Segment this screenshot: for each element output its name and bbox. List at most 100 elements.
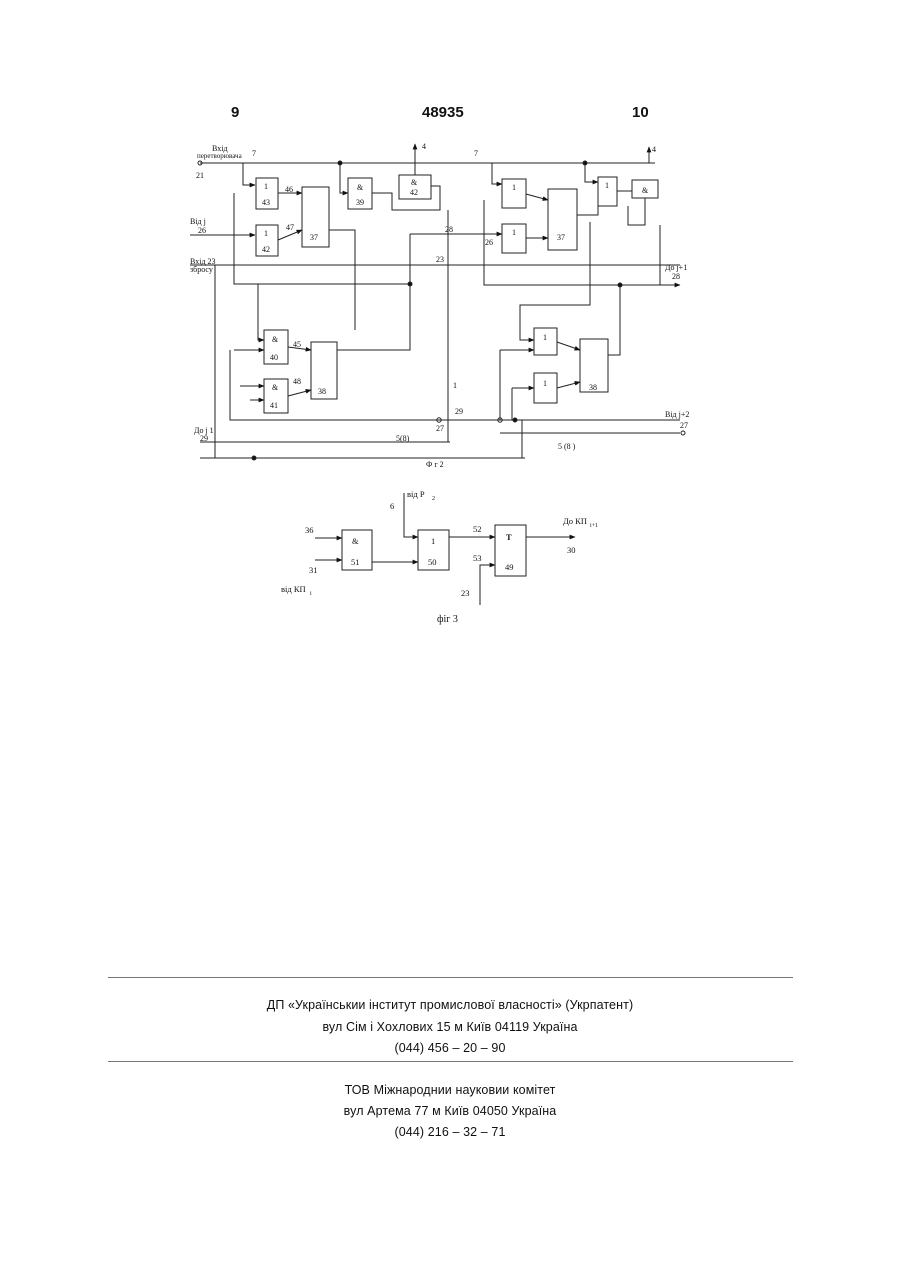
label-46: 46 xyxy=(285,185,293,194)
block-41-num: 41 xyxy=(270,401,278,410)
fig3-block-49-sym: T xyxy=(506,532,512,542)
label-4a: 4 xyxy=(422,142,426,151)
label-7a: 7 xyxy=(252,149,256,158)
label-7b: 7 xyxy=(474,149,478,158)
divider-top xyxy=(108,977,793,978)
wire-38-feed xyxy=(337,234,410,350)
caption-fig-3: фіг 3 xyxy=(437,614,458,625)
fig3-block-51-num: 51 xyxy=(351,557,360,567)
label-zbros-2: збросу xyxy=(190,265,213,274)
figure-2 xyxy=(190,144,685,460)
fig3-block-49-num: 49 xyxy=(505,562,514,572)
label-26b: 26 xyxy=(485,238,493,247)
wire-39-out xyxy=(372,186,440,210)
label-45: 45 xyxy=(293,340,301,349)
figure-3-text: & 51 1 50 T 49 36 31 6 52 53 30 23 від Р… xyxy=(281,489,598,625)
block-42a-sym: 1 xyxy=(264,229,268,238)
wire-53 xyxy=(480,565,495,605)
org2-name: ТОВ Міжнароднии науковии комітет xyxy=(0,1083,900,1097)
block-38l-num: 38 xyxy=(318,387,326,396)
caption-fig-2: Ф г 2 xyxy=(426,460,444,469)
block-r5-sym: & xyxy=(642,186,649,195)
wire-r5-out xyxy=(628,198,645,225)
label-vid-j2: Від j+2 xyxy=(665,410,689,419)
label-29b: 29 xyxy=(200,434,208,443)
block-r4-sym: 1 xyxy=(605,181,609,190)
block-37l-num: 37 xyxy=(310,233,318,242)
label-5-8-left: 5(8) xyxy=(396,434,410,443)
label-23a: 23 xyxy=(436,255,444,264)
label-27a: 27 xyxy=(680,421,688,430)
fig3-do-kp-sub: і+1 xyxy=(590,523,598,529)
wire-r-left xyxy=(484,200,680,285)
block-r7 xyxy=(534,373,557,403)
block-43-sym: 1 xyxy=(264,182,268,191)
divider-bottom xyxy=(108,1061,793,1062)
label-47: 47 xyxy=(286,223,294,232)
fig3-label-53: 53 xyxy=(473,553,482,563)
junction-r2 xyxy=(618,283,622,287)
label-48: 48 xyxy=(293,377,301,386)
wire-r4-feed xyxy=(585,163,598,182)
fig3-block-51-sym: & xyxy=(352,536,359,546)
block-38r-num: 38 xyxy=(589,383,597,392)
block-r1-sym: 1 xyxy=(512,183,516,192)
wire-r37-out xyxy=(577,206,598,215)
label-vkhid-2: перетворювача xyxy=(197,152,243,160)
label-29a: 29 xyxy=(455,407,463,416)
label-26a: 26 xyxy=(198,226,206,235)
wire-left-col xyxy=(234,193,410,284)
org2-address: вул Артема 77 м Київ 04050 Україна xyxy=(0,1104,900,1118)
block-r6-sym: 1 xyxy=(543,333,547,342)
wire-37-out xyxy=(329,230,355,330)
fig3-do-kp: До КП xyxy=(563,516,587,526)
org2-phone: (044) 216 – 32 – 71 xyxy=(0,1125,900,1139)
wire-r38-out xyxy=(608,285,620,355)
org1-phone: (044) 456 – 20 – 90 xyxy=(0,1041,900,1055)
wire-6 xyxy=(404,493,418,537)
block-42a-num: 42 xyxy=(262,245,270,254)
fig3-vid-kp: від КП xyxy=(281,584,306,594)
wire-r1-out xyxy=(526,194,548,200)
fig3-vid-p-sub: 2 xyxy=(432,496,435,502)
block-42b-num: 42 xyxy=(410,188,418,197)
label-28a: 28 xyxy=(445,225,453,234)
fig3-label-36: 36 xyxy=(305,525,314,535)
circuit-diagrams: Вхід перетворювача 21 7 4 7 4 Від j 26 В… xyxy=(0,0,900,660)
org1-address: вул Сім і Хохлових 15 м Київ 04119 Украї… xyxy=(0,1020,900,1034)
label-do-j-plus: До j+1 xyxy=(665,263,687,272)
fig3-label-23: 23 xyxy=(461,588,470,598)
block-37r-num: 37 xyxy=(557,233,565,242)
fig3-label-6: 6 xyxy=(390,501,394,511)
wire-input-21 xyxy=(200,163,255,185)
fig3-label-30: 30 xyxy=(567,545,576,555)
block-42b-sym: & xyxy=(411,178,418,187)
wire-r-mid xyxy=(520,222,590,340)
junction-3 xyxy=(252,456,256,460)
wire-40-in xyxy=(258,284,264,340)
junction-r1 xyxy=(583,161,587,165)
label-1: 1 xyxy=(453,381,457,390)
fig3-label-52: 52 xyxy=(473,524,482,534)
org1-name: ДП «Українськии інститут промислової вла… xyxy=(0,998,900,1012)
block-43-num: 43 xyxy=(262,198,270,207)
figure-3 xyxy=(315,493,575,605)
label-27b: 27 xyxy=(436,424,444,433)
label-21: 21 xyxy=(196,171,204,180)
wire-r-top xyxy=(492,163,502,184)
label-4b: 4 xyxy=(652,145,656,154)
block-40-sym: & xyxy=(272,335,279,344)
label-5-8-right: 5 (8 ) xyxy=(558,442,576,451)
block-r2-sym: 1 xyxy=(512,228,516,237)
fig3-label-31: 31 xyxy=(309,565,318,575)
fig3-vid-p: від Р xyxy=(407,489,425,499)
block-39-sym: & xyxy=(357,183,364,192)
junction-1 xyxy=(338,161,342,165)
terminal-27 xyxy=(681,431,685,435)
fig3-block-50-num: 50 xyxy=(428,557,437,567)
fig3-vid-kp-sub: і xyxy=(310,591,312,597)
junction-r3 xyxy=(513,418,517,422)
block-39-num: 39 xyxy=(356,198,364,207)
label-28b: 28 xyxy=(672,272,680,281)
label-vid-j: Від j xyxy=(190,217,206,226)
